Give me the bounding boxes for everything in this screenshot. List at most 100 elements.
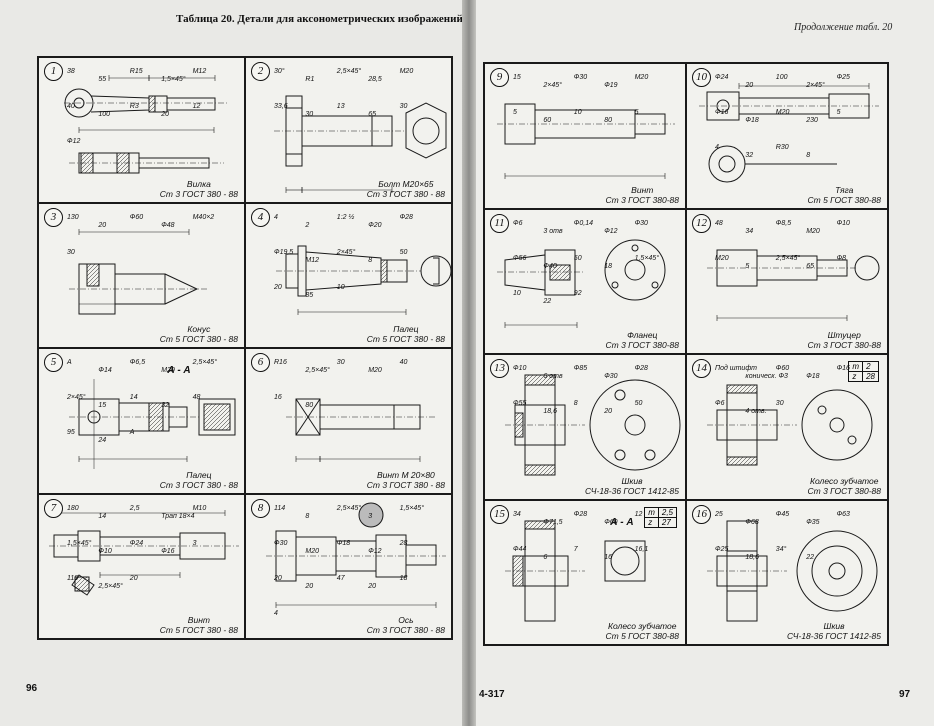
part-name: Ось [398, 615, 414, 625]
dimension-label: 10 [513, 289, 521, 297]
dimension-label: 110 [67, 574, 79, 582]
dimension-label: 2,5 [129, 504, 140, 512]
part-number: 16 [692, 504, 711, 524]
dimension-label: 20 [305, 582, 314, 590]
dimension-label: R16 [274, 359, 287, 366]
part-number: 12 [692, 213, 711, 233]
dimension-label: 50 [634, 400, 643, 408]
dimension-label: Ф16 [715, 109, 729, 117]
part-drawing [64, 75, 229, 174]
dimension-label: 5 [836, 109, 841, 117]
table-cell: 28 [862, 371, 879, 382]
dimension-label: 3 [368, 512, 373, 520]
part-drawing [505, 520, 646, 621]
dimension-label: 2×45° [806, 82, 825, 89]
part-name: Винт [187, 615, 210, 625]
part-name: Колесо зубчатое [810, 475, 879, 486]
table-cell: z [644, 516, 659, 528]
dimension-label: 15 [513, 74, 521, 81]
part-drawing [276, 245, 451, 315]
dimension-label: Ф8,5 [775, 219, 792, 227]
dimension-label: Ф60 [604, 518, 618, 526]
dimension-label: 32 [161, 402, 169, 410]
dimension-label: Ф25 [836, 74, 850, 81]
dimension-label: 33,6 [274, 103, 288, 111]
part-material: Ст 3 ГОСТ 380-88 [807, 485, 882, 496]
dimension-label: Ф20 [368, 221, 382, 229]
table-cell: m [644, 506, 659, 518]
dimension-label: 100 [98, 111, 111, 119]
dimension-label: Ф12 [67, 138, 81, 146]
dimension-label: 65 [806, 262, 814, 270]
dimension-label: Ф28 [399, 213, 413, 221]
dimension-label: 12 [634, 510, 643, 518]
dimension-label: 10 [336, 283, 345, 291]
dimension-label: 13 [336, 103, 345, 111]
part-name: Штуцер [827, 330, 861, 340]
dimension-label: 30 [336, 359, 345, 366]
dimension-label: Ф8 [836, 254, 847, 262]
part-name: Шкив [621, 475, 643, 486]
dimension-label: 12 [192, 103, 201, 111]
dimension-label: Ф18 [806, 373, 820, 380]
part-name: Палец [393, 324, 419, 334]
dimension-label: Ф48 [161, 221, 175, 229]
dimension-label: Ф19,5 [274, 248, 294, 256]
dimension-label: Ф10 [98, 547, 112, 555]
dimension-label: R15 [129, 68, 143, 75]
dimension-label: 20 [274, 574, 282, 582]
part-number: 6 [251, 353, 270, 372]
table-cell: 27 [657, 516, 678, 528]
dimension-label: 34° [775, 545, 787, 553]
dimension-label: 1:2 ½ [336, 213, 355, 221]
part-name: Конус [187, 324, 211, 334]
dimension-label: 1,5×45° [399, 504, 424, 512]
part-name: Винт М 20×80 [376, 469, 435, 480]
dimension-label: 10 [573, 109, 582, 117]
part-number: 2 [251, 62, 270, 81]
part-number: 13 [490, 359, 509, 378]
part-drawing [69, 379, 236, 469]
part-material: СЧ-18-36 ГОСТ 1412-85 [787, 631, 881, 641]
dimension-label: 16 [604, 553, 612, 561]
left-page: Таблица 20. Детали для аксонометрических… [0, 0, 468, 726]
dimension-label: 6 [543, 553, 548, 561]
part-drawing [286, 398, 436, 462]
dimension-label: 1,5×45° [634, 254, 659, 262]
dimension-label: Ф19 [604, 82, 618, 89]
part-material: Ст 3 ГОСТ 380-88 [605, 194, 680, 205]
dimension-label: 30 [399, 103, 408, 111]
dimension-label: 2×45° [67, 394, 86, 402]
part-drawing [497, 239, 666, 328]
table-cell: 2,5 [657, 506, 678, 518]
dimension-label: 8 [806, 152, 811, 160]
dimension-label: 2,5×45° [336, 68, 362, 75]
dimension-label: 20 [604, 408, 612, 416]
dimension-label: 18,6 [745, 553, 760, 561]
part-drawing [69, 228, 209, 314]
part-drawing [505, 374, 681, 476]
dimension-label: Ф71,5 [543, 518, 563, 526]
dimension-label: Ф6,5 [129, 359, 146, 366]
dimension-label: Ф16 [836, 365, 850, 372]
part-number: 5 [44, 353, 63, 372]
part-drawing [707, 249, 880, 321]
dimension-label: М20 [634, 74, 649, 81]
dimension-label: Ф30 [274, 539, 288, 547]
part-number: 11 [490, 213, 509, 233]
dimension-label: 114 [274, 504, 286, 512]
